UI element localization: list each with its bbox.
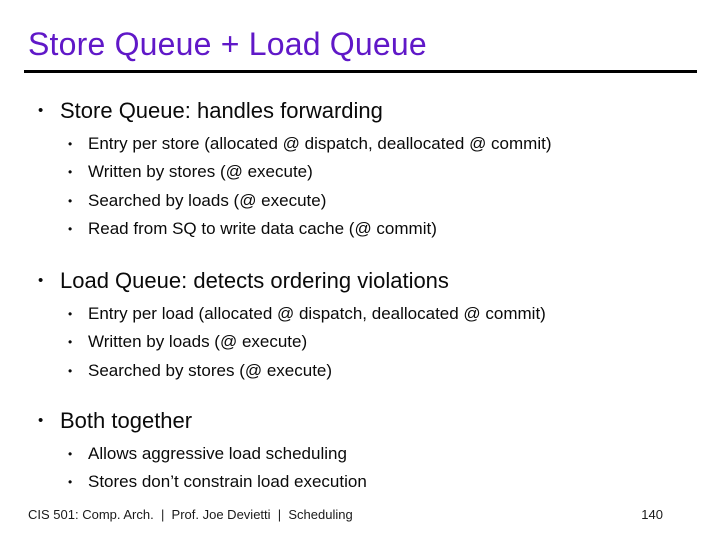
list-item-text: Written by loads (@ execute) <box>88 332 308 352</box>
bullet-icon: • <box>68 193 73 208</box>
section-store-queue: • Store Queue: handles forwarding • Entr… <box>0 98 720 244</box>
bullet-list: • Entry per store (allocated @ dispatch,… <box>0 130 720 244</box>
bullet-icon: • <box>68 475 73 490</box>
list-item-text: Searched by stores (@ execute) <box>88 360 333 380</box>
list-item: • Read from SQ to write data cache (@ co… <box>0 215 720 243</box>
section-load-queue: • Load Queue: detects ordering violation… <box>0 268 720 385</box>
bullet-icon: • <box>68 222 73 237</box>
section-both-together: • Both together • Allows aggressive load… <box>0 408 720 497</box>
footer: CIS 501: Comp. Arch. | Prof. Joe Deviett… <box>28 507 663 523</box>
bullet-list: • Allows aggressive load scheduling • St… <box>0 440 720 497</box>
list-item-text: Allows aggressive load scheduling <box>88 444 347 463</box>
slide-title: Store Queue + Load Queue <box>28 26 427 62</box>
section-heading-row: • Store Queue: handles forwarding <box>0 98 720 124</box>
footer-course-info: CIS 501: Comp. Arch. | Prof. Joe Deviett… <box>28 507 353 522</box>
list-item-text: Entry per store (allocated @ dispatch, d… <box>88 134 552 153</box>
list-item: • Entry per load (allocated @ dispatch, … <box>0 300 720 328</box>
section-heading-row: • Both together <box>0 408 720 434</box>
list-item: • Stores don’t constrain load execution <box>0 468 720 496</box>
bullet-icon: • <box>68 363 73 378</box>
section-heading: Store Queue: handles forwarding <box>60 98 383 123</box>
bullet-icon: • <box>68 307 73 321</box>
bullet-icon: • <box>38 102 44 119</box>
bullet-icon: • <box>68 335 73 350</box>
bullet-icon: • <box>38 412 44 429</box>
list-item-text: Stores don’t constrain load execution <box>88 472 367 492</box>
list-item: • Searched by stores (@ execute) <box>0 357 720 385</box>
page-number: 140 <box>641 507 663 522</box>
list-item: • Searched by loads (@ execute) <box>0 187 720 215</box>
bullet-icon: • <box>38 272 44 289</box>
list-item: • Allows aggressive load scheduling <box>0 440 720 468</box>
section-heading-row: • Load Queue: detects ordering violation… <box>0 268 720 294</box>
list-item-text: Searched by loads (@ execute) <box>88 190 327 210</box>
list-item: • Written by stores (@ execute) <box>0 158 720 186</box>
list-item: • Written by loads (@ execute) <box>0 328 720 356</box>
section-heading: Both together <box>60 408 193 433</box>
list-item-text: Entry per load (allocated @ dispatch, de… <box>88 304 546 323</box>
list-item-text: Read from SQ to write data cache (@ comm… <box>88 219 437 239</box>
list-item-text: Written by stores (@ execute) <box>88 162 313 182</box>
title-underline <box>24 70 697 73</box>
section-heading: Load Queue: detects ordering violations <box>60 268 449 293</box>
bullet-icon: • <box>68 447 73 461</box>
bullet-icon: • <box>68 137 73 151</box>
list-item: • Entry per store (allocated @ dispatch,… <box>0 130 720 158</box>
bullet-icon: • <box>68 165 73 180</box>
bullet-list: • Entry per load (allocated @ dispatch, … <box>0 300 720 385</box>
